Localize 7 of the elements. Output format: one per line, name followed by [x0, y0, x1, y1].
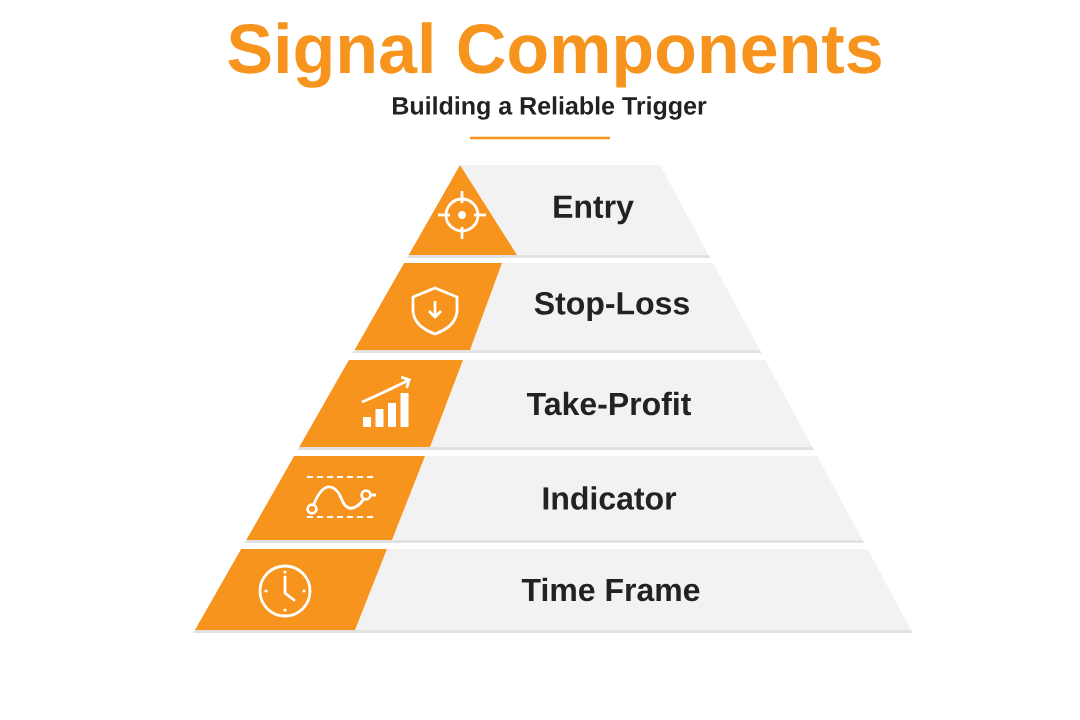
pyramid-tier: Entry	[406, 165, 711, 258]
pyramid-tier: Indicator	[244, 456, 865, 543]
subtitle: Building a Reliable Trigger	[393, 96, 707, 120]
pyramid-tier: Time Frame	[192, 549, 914, 633]
title: Signal Components	[228, 22, 881, 88]
pyramid-tier: Stop-Loss	[352, 263, 762, 353]
pyramid-tier: Take-Profit	[297, 360, 815, 450]
